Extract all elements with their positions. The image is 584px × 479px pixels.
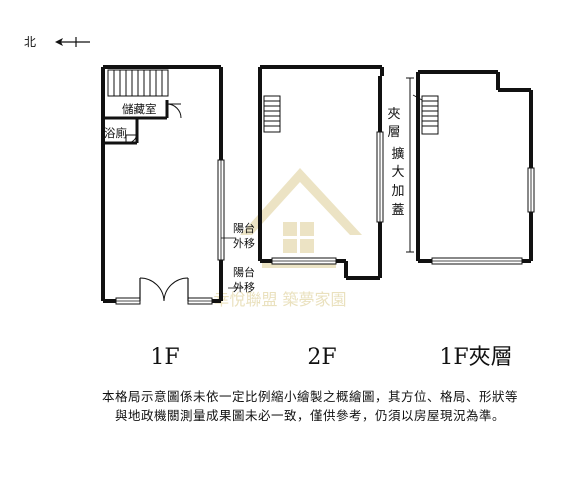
room-storage-label: 儲藏室 xyxy=(122,102,157,116)
floor-1f-title: 1F xyxy=(150,345,179,370)
stairs-mezzanine xyxy=(421,95,439,135)
balcony-upper-line2: 外移 xyxy=(233,237,255,250)
annotation-char: 擴 xyxy=(391,146,404,162)
stairs-2f xyxy=(263,95,281,133)
floor-2f: 2F xyxy=(258,65,384,370)
room-bath-label: 浴廁 xyxy=(104,126,127,140)
north-label: 北 xyxy=(24,35,36,49)
entrance-door xyxy=(139,277,189,302)
watermark-text: 幸悅聯盟 築夢家園 xyxy=(213,290,346,309)
annotation-char: 層 xyxy=(387,125,400,140)
annotation-char: 大 xyxy=(391,165,404,180)
disclaimer-line-1: 本格局示意圖係未依一定比例縮小繪製之概繪圖，其方位、格局、形狀等 xyxy=(101,389,518,404)
floor-2f-title: 2F xyxy=(307,345,336,370)
annotation-char: 蓋 xyxy=(391,203,404,218)
watermark: 幸悅聯盟 築夢家園 xyxy=(213,168,362,309)
stairs-1f xyxy=(107,69,169,97)
floor-1f: 儲藏室 浴廁 陽台 外移 陽台 外移 1F xyxy=(101,65,255,370)
north-arrow: 北 xyxy=(24,35,90,49)
disclaimer-line-2: 與地政機關測量成果圖未必一致，僅供參考，仍須以房屋現況為準。 xyxy=(114,408,505,423)
arrow-left-icon xyxy=(55,38,63,46)
balcony-lower-line1: 陽台 xyxy=(233,265,255,279)
annotation-char: 加 xyxy=(391,184,404,199)
balcony-upper-line1: 陽台 xyxy=(233,221,255,235)
floor-mezzanine-title: 1F夾層 xyxy=(439,345,512,370)
mezzanine-annotation: 夾 層 擴 大 加 蓋 xyxy=(387,107,404,218)
annotation-char: 夾 xyxy=(387,107,400,122)
house-logo-icon xyxy=(240,168,362,268)
floor-mezzanine: 夾 層 擴 大 加 蓋 1F夾層 xyxy=(387,70,535,370)
balcony-lower-line2: 外移 xyxy=(233,281,255,294)
